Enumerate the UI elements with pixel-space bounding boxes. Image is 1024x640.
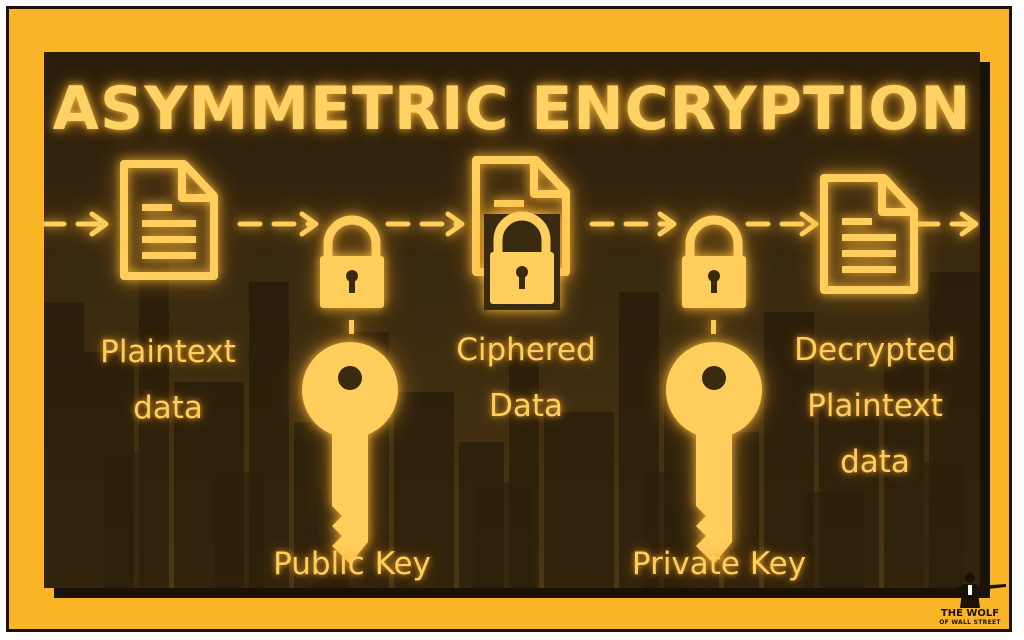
label-plaintext: Plaintext data xyxy=(100,334,236,426)
watermark-line1: THE WOLF xyxy=(940,608,1000,619)
key-icon xyxy=(302,342,398,564)
city-skyline-background xyxy=(44,252,980,588)
lock-icon xyxy=(682,220,746,308)
watermark-line2: OF WALL STREET xyxy=(939,619,1001,626)
connector-line xyxy=(711,320,716,334)
flow-glyphs xyxy=(44,52,979,564)
connector-line xyxy=(349,320,354,334)
wolf-figure-icon xyxy=(930,573,1006,608)
diagram-panel: ASYMMETRIC ENCRYPTION xyxy=(44,52,980,588)
arrow-icon xyxy=(44,211,979,237)
lock-icon xyxy=(320,220,384,308)
page-title: ASYMMETRIC ENCRYPTION xyxy=(52,74,972,144)
key-icon xyxy=(666,342,762,564)
document-icon xyxy=(824,178,914,290)
label-private-key: Private Key xyxy=(631,546,807,582)
wolf-logo: THE WOLF OF WALL STREET xyxy=(928,572,1012,634)
document-icon xyxy=(124,164,214,276)
label-decrypted: Decrypted Plaintext data xyxy=(794,332,956,480)
label-public-key: Public Key xyxy=(273,546,431,582)
label-ciphered: Ciphered Data xyxy=(456,332,596,424)
lock-icon xyxy=(484,214,560,310)
